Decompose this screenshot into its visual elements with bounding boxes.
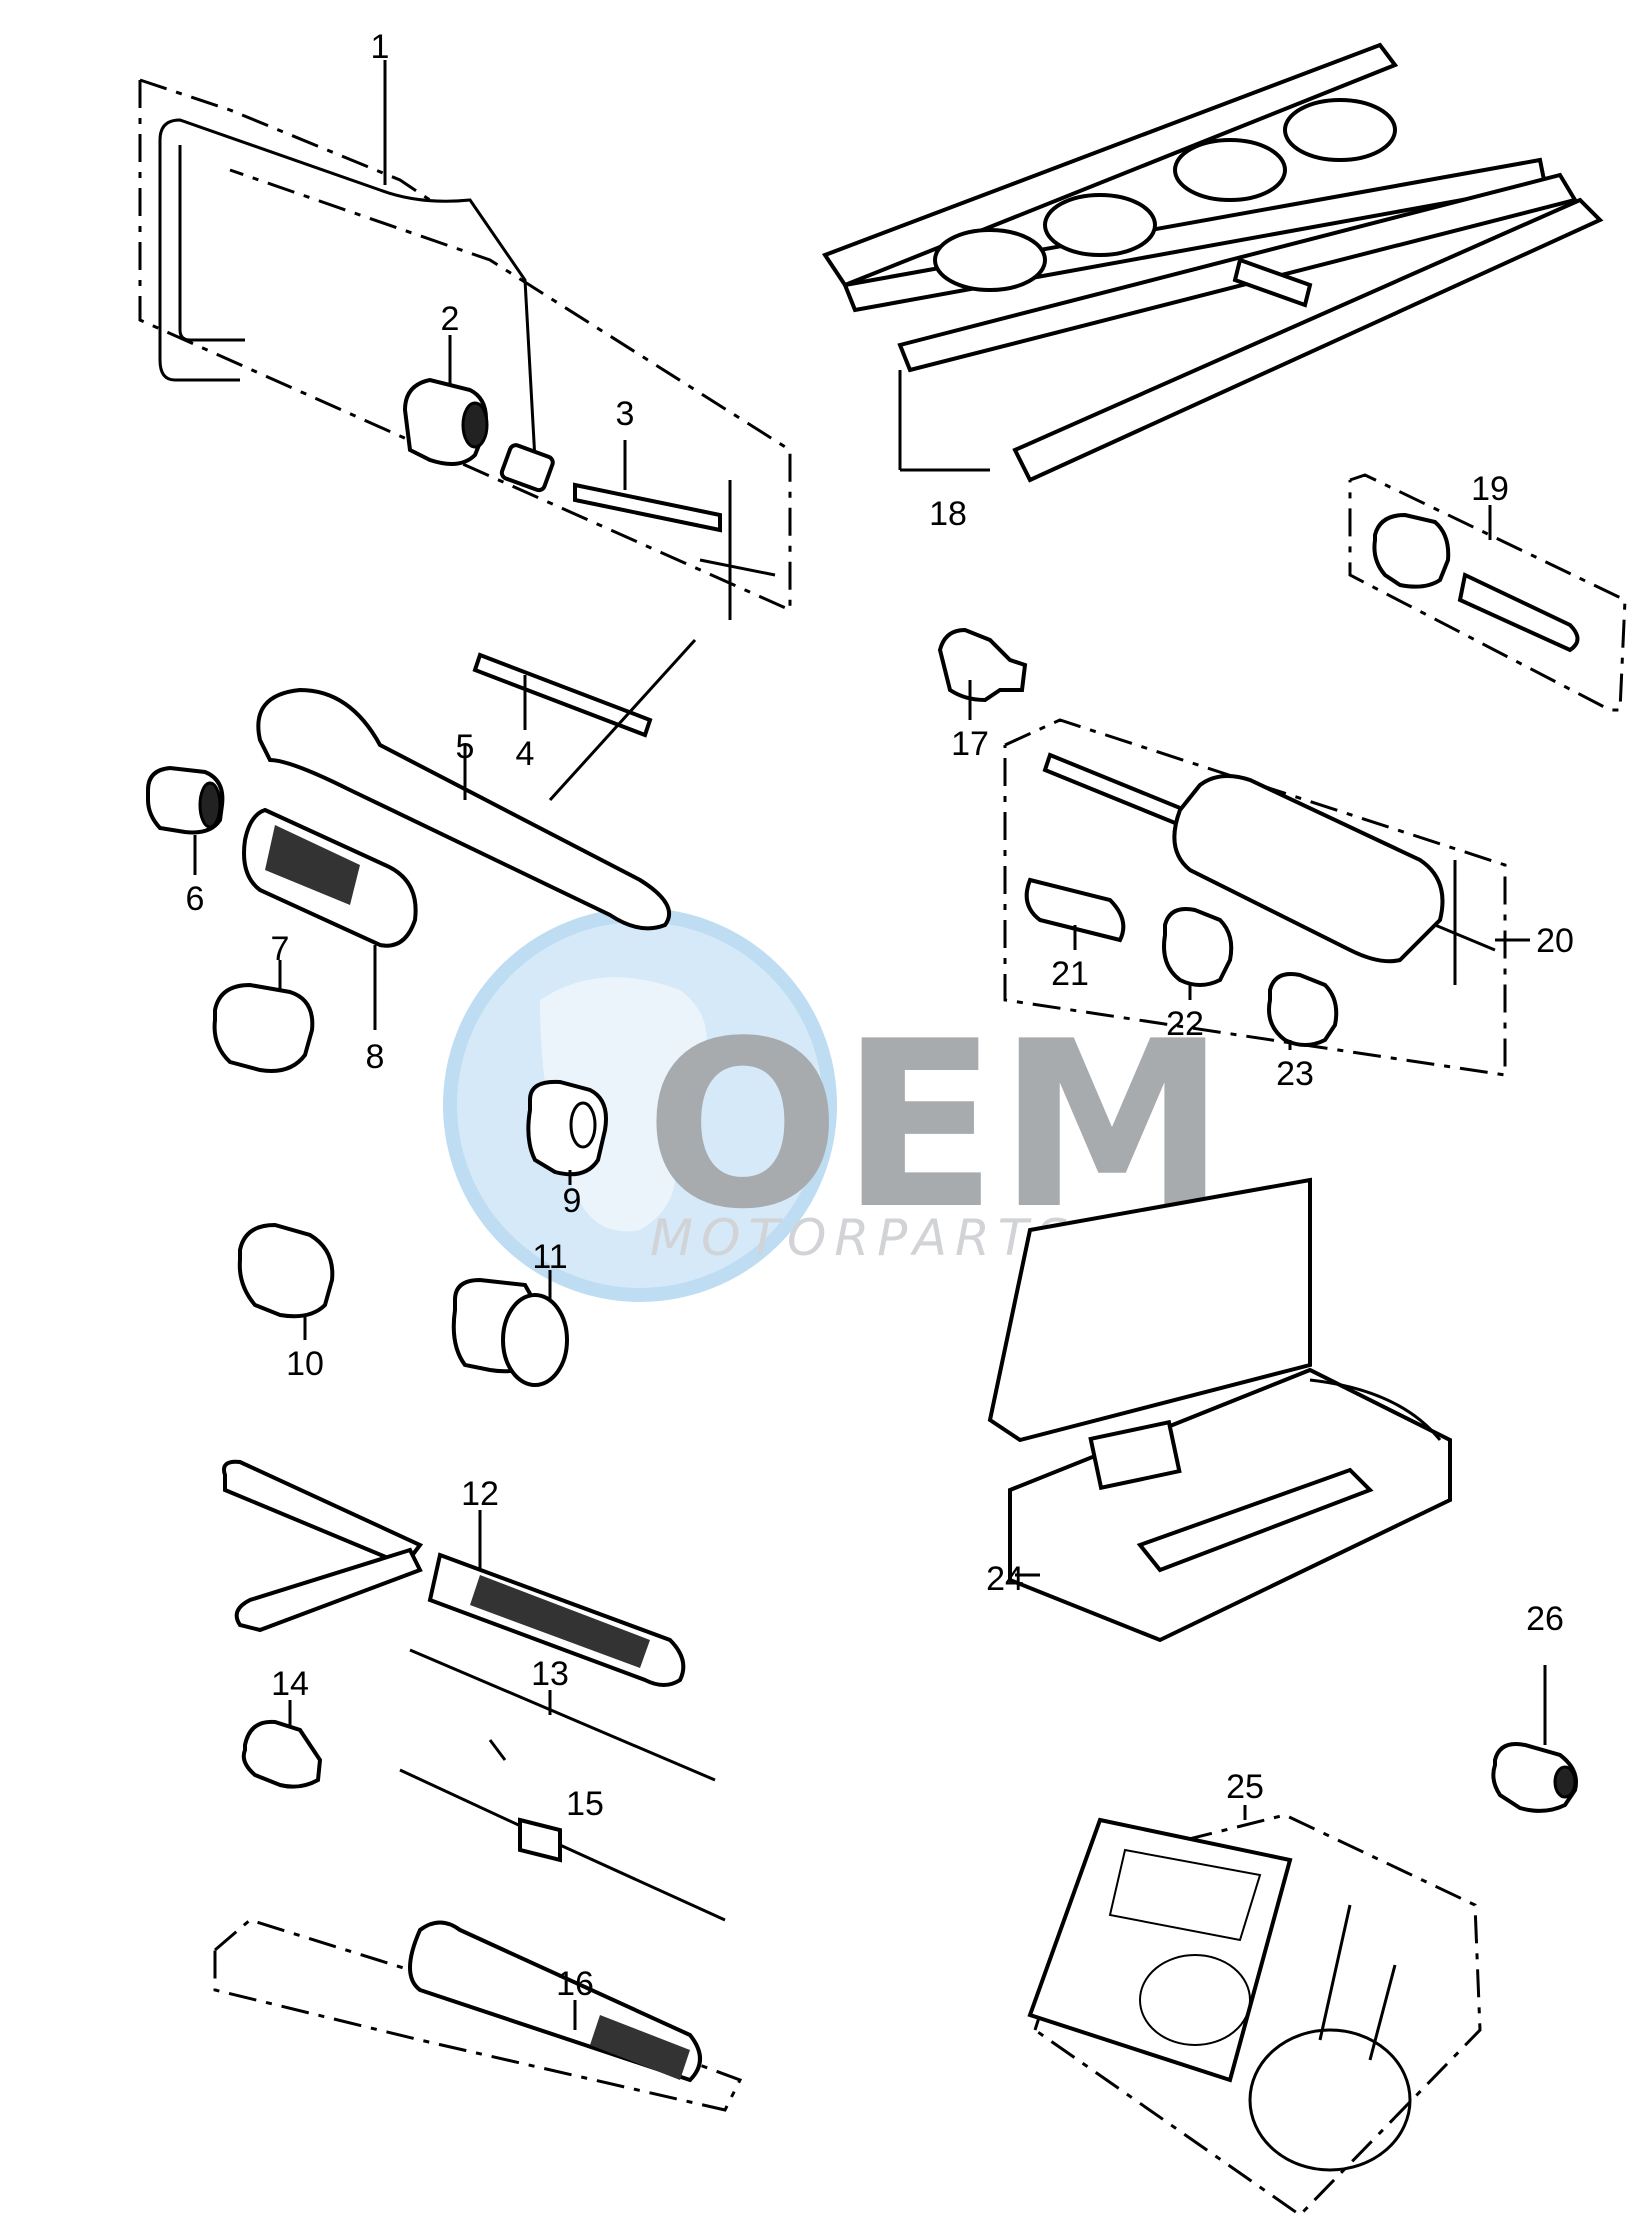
callout-24: 24 [986, 1560, 1024, 1598]
watermark: OEM MOTORPARTS [443, 908, 1227, 1302]
callout-17: 17 [951, 725, 989, 763]
callout-16: 16 [556, 1965, 594, 2003]
part-13 [409, 1648, 716, 1782]
callout-23: 23 [1276, 1055, 1314, 1093]
callout-12: 12 [461, 1475, 499, 1513]
callout-9: 9 [563, 1182, 582, 1220]
part-8 [242, 807, 418, 1030]
part-4 [472, 638, 697, 802]
part-22 [1162, 907, 1234, 1000]
part-1-group [138, 60, 792, 613]
callout-18: 18 [929, 495, 967, 533]
part-2 [402, 335, 489, 466]
callout-2: 2 [441, 300, 460, 338]
callout-14: 14 [271, 1665, 309, 1703]
part-26 [1491, 1665, 1578, 1813]
part-15 [399, 1739, 726, 1922]
part-14 [241, 1700, 323, 1789]
part-12 [222, 1459, 686, 1687]
part-18 [821, 42, 1604, 483]
callout-5: 5 [456, 728, 475, 766]
callout-25: 25 [1226, 1768, 1264, 1806]
callout-6: 6 [186, 880, 205, 918]
part-5 [256, 687, 671, 931]
part-21 [1024, 877, 1126, 950]
callout-19: 19 [1471, 470, 1509, 508]
part-19 [1348, 473, 1627, 712]
callout-4: 4 [516, 735, 535, 773]
callout-3: 3 [616, 395, 635, 433]
callout-11: 11 [532, 1238, 567, 1276]
callout-26: 26 [1526, 1600, 1564, 1638]
callout-13: 13 [531, 1655, 569, 1693]
part-25 [1027, 1805, 1482, 2217]
part-9 [526, 1079, 608, 1185]
part-11 [451, 1270, 569, 1387]
part-16 [213, 1918, 743, 2112]
part-3 [573, 440, 776, 620]
part-23 [1267, 972, 1339, 1050]
part-7 [212, 960, 315, 1073]
callout-20: 20 [1536, 922, 1574, 960]
part-10 [237, 1222, 335, 1340]
part-6 [146, 765, 225, 875]
callout-10: 10 [286, 1345, 324, 1383]
callout-labels: 1 2 3 4 5 6 7 8 9 10 11 12 13 14 15 16 1… [186, 28, 1574, 2003]
callout-22: 22 [1166, 1005, 1204, 1043]
part-17 [937, 627, 1028, 720]
callout-21: 21 [1051, 955, 1089, 993]
part-20-group [1003, 718, 1530, 1077]
callout-15: 15 [566, 1785, 604, 1823]
watermark-subtitle: MOTORPARTS [650, 1209, 1076, 1267]
callout-8: 8 [366, 1038, 385, 1076]
part-24 [987, 1177, 1452, 1643]
callout-1: 1 [371, 28, 390, 66]
callout-7: 7 [271, 930, 290, 968]
